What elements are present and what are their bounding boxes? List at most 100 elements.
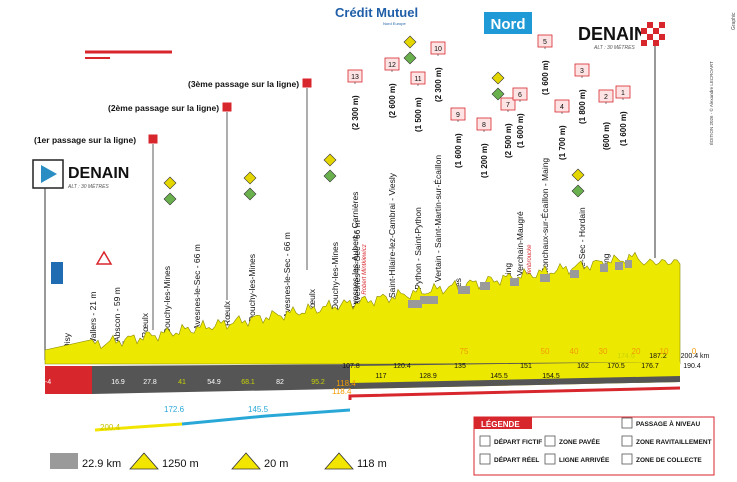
sector-length: (1 600 m)	[541, 60, 550, 95]
sector-number: 1	[621, 90, 625, 97]
km-marker: 162	[577, 363, 589, 370]
elevation-profile	[44, 251, 681, 365]
sector-length: (600 m)	[602, 122, 611, 150]
circuit-km: 200.4	[100, 423, 121, 432]
real-start-icon	[51, 262, 63, 284]
finish-line-icon	[301, 77, 313, 89]
credit-mutuel-subtext: Nord Europe	[383, 21, 406, 26]
stat-value: 118 m	[357, 458, 387, 470]
collect-zone-icon	[243, 187, 257, 201]
sector-name: Saint-Python - Saint-Python	[413, 207, 423, 312]
legend-label: LIGNE ARRIVÉE	[559, 455, 610, 464]
sector-note: Pavé Robert Mintkiewicz	[362, 244, 368, 310]
km-marker: 145.5	[490, 373, 508, 380]
circuit-km: 172.6	[164, 405, 185, 414]
sector-length: (2 300 m)	[351, 95, 360, 130]
km-marker: 16.9	[111, 379, 125, 386]
finish-line-icon	[544, 453, 556, 465]
place-label: Rœulx	[140, 312, 150, 338]
circuit-km: 118.4	[332, 387, 352, 396]
countdown-marker: 30	[599, 347, 608, 356]
feed-zone-icon	[403, 35, 417, 49]
collect-zone-icon	[403, 51, 417, 65]
km-marker: 95.2	[311, 379, 325, 386]
km-marker: 117	[375, 373, 386, 380]
countdown-marker: 10	[660, 347, 669, 356]
cobble-icon	[50, 453, 78, 469]
circuit-km: 145.5	[248, 405, 269, 414]
collect-zone-icon	[621, 453, 633, 465]
feed-zone-icon	[621, 435, 633, 447]
cobble-section	[570, 270, 579, 278]
sector-number: 3	[580, 68, 584, 75]
sector-length: (2 300 m)	[434, 67, 443, 102]
passage-label: (1er passage sur la ligne)	[34, 135, 136, 145]
credit-mutuel-logo: Crédit Mutuel Nord Europe	[335, 5, 418, 26]
cobble-section	[600, 264, 608, 272]
finish-title: DENAIN	[578, 24, 647, 44]
sector-name: Monchaux-sur-Écaillon - Maing	[540, 158, 550, 275]
start-altitude: ALT : 30 MÈTRES	[67, 183, 109, 190]
cobble-section	[480, 282, 490, 290]
km-marker: 174.6	[617, 353, 635, 360]
km-marker: 27.8	[143, 379, 157, 386]
km-marker: 200.4 km	[681, 353, 710, 360]
cobble-section	[408, 300, 422, 308]
km-marker: 82	[276, 379, 284, 386]
sector-length: (1 600 m)	[516, 113, 525, 148]
small-climb-icon	[324, 452, 354, 470]
place-label: Avesnes-le-Sec - 66 m	[282, 232, 292, 318]
nord-logo: Nord	[484, 12, 532, 34]
feed-zone-icon	[323, 153, 337, 167]
cobbled-sections	[408, 260, 632, 308]
start-header: DENAIN ALT : 30 MÈTRES	[32, 159, 129, 360]
countdown-marker: 0	[692, 347, 697, 356]
credit-mutuel-text: Crédit Mutuel	[335, 5, 418, 20]
km-marker: 190.4	[683, 363, 701, 370]
passage-labels: (1er passage sur la ligne)(2ème passage …	[34, 77, 313, 330]
stat-value: 22.9 km	[82, 458, 121, 470]
collect-zone-icon	[323, 169, 337, 183]
place-label: Avesnes-le-Sec - 66 m	[352, 220, 362, 306]
legend-label: ZONE RAVITAILLEMENT	[636, 439, 712, 446]
sector-length: (1 600 m)	[454, 133, 463, 168]
sector-number: 2	[604, 94, 608, 101]
finish-line-icon	[221, 101, 233, 113]
stat-value: 20 m	[264, 458, 288, 470]
collect-zone-icon	[163, 192, 177, 206]
sector-number: 9	[456, 112, 460, 119]
feed-zone-icon	[243, 171, 257, 185]
sector-number: 11	[414, 76, 421, 83]
km-marker: -4	[45, 379, 51, 386]
collect-zone-icon	[571, 184, 585, 198]
cobble-section	[625, 260, 632, 268]
km-marker: 107.8	[342, 363, 360, 370]
km-marker: 135	[454, 363, 466, 370]
finish-header: DENAIN ALT : 30 MÈTRES	[578, 22, 665, 258]
sector-name: Quérénaing - Verchain-Maugré	[515, 211, 525, 328]
graphic-note: Graphic	[731, 12, 737, 30]
countdown-marker: 75	[460, 347, 469, 356]
km-marker: 54.9	[207, 379, 221, 386]
passage-label: (3ème passage sur la ligne)	[188, 79, 299, 89]
cobbled-zone-icon	[544, 435, 556, 447]
legend-title: LÉGENDE	[481, 420, 520, 429]
place-label: Rœulx	[307, 288, 317, 314]
cobble-section	[510, 278, 519, 286]
sector-name: Saint-Hilaire-lez-Cambrai - Viesly	[387, 172, 397, 298]
km-marker: 128.9	[419, 373, 437, 380]
nord-text: Nord	[491, 16, 526, 33]
place-label: Abscon - 59 m	[112, 287, 122, 342]
feed-zone-icon	[491, 71, 505, 85]
small-climb-icon	[231, 452, 261, 470]
sector-number: 12	[388, 62, 396, 69]
km-marker: 120.4	[393, 363, 411, 370]
feed-zone-icon	[163, 176, 177, 190]
km-marker: 151	[520, 363, 532, 370]
countdown-marker: 50	[541, 347, 550, 356]
sector-number: 4	[560, 104, 564, 111]
km-marker: 41	[178, 379, 186, 386]
